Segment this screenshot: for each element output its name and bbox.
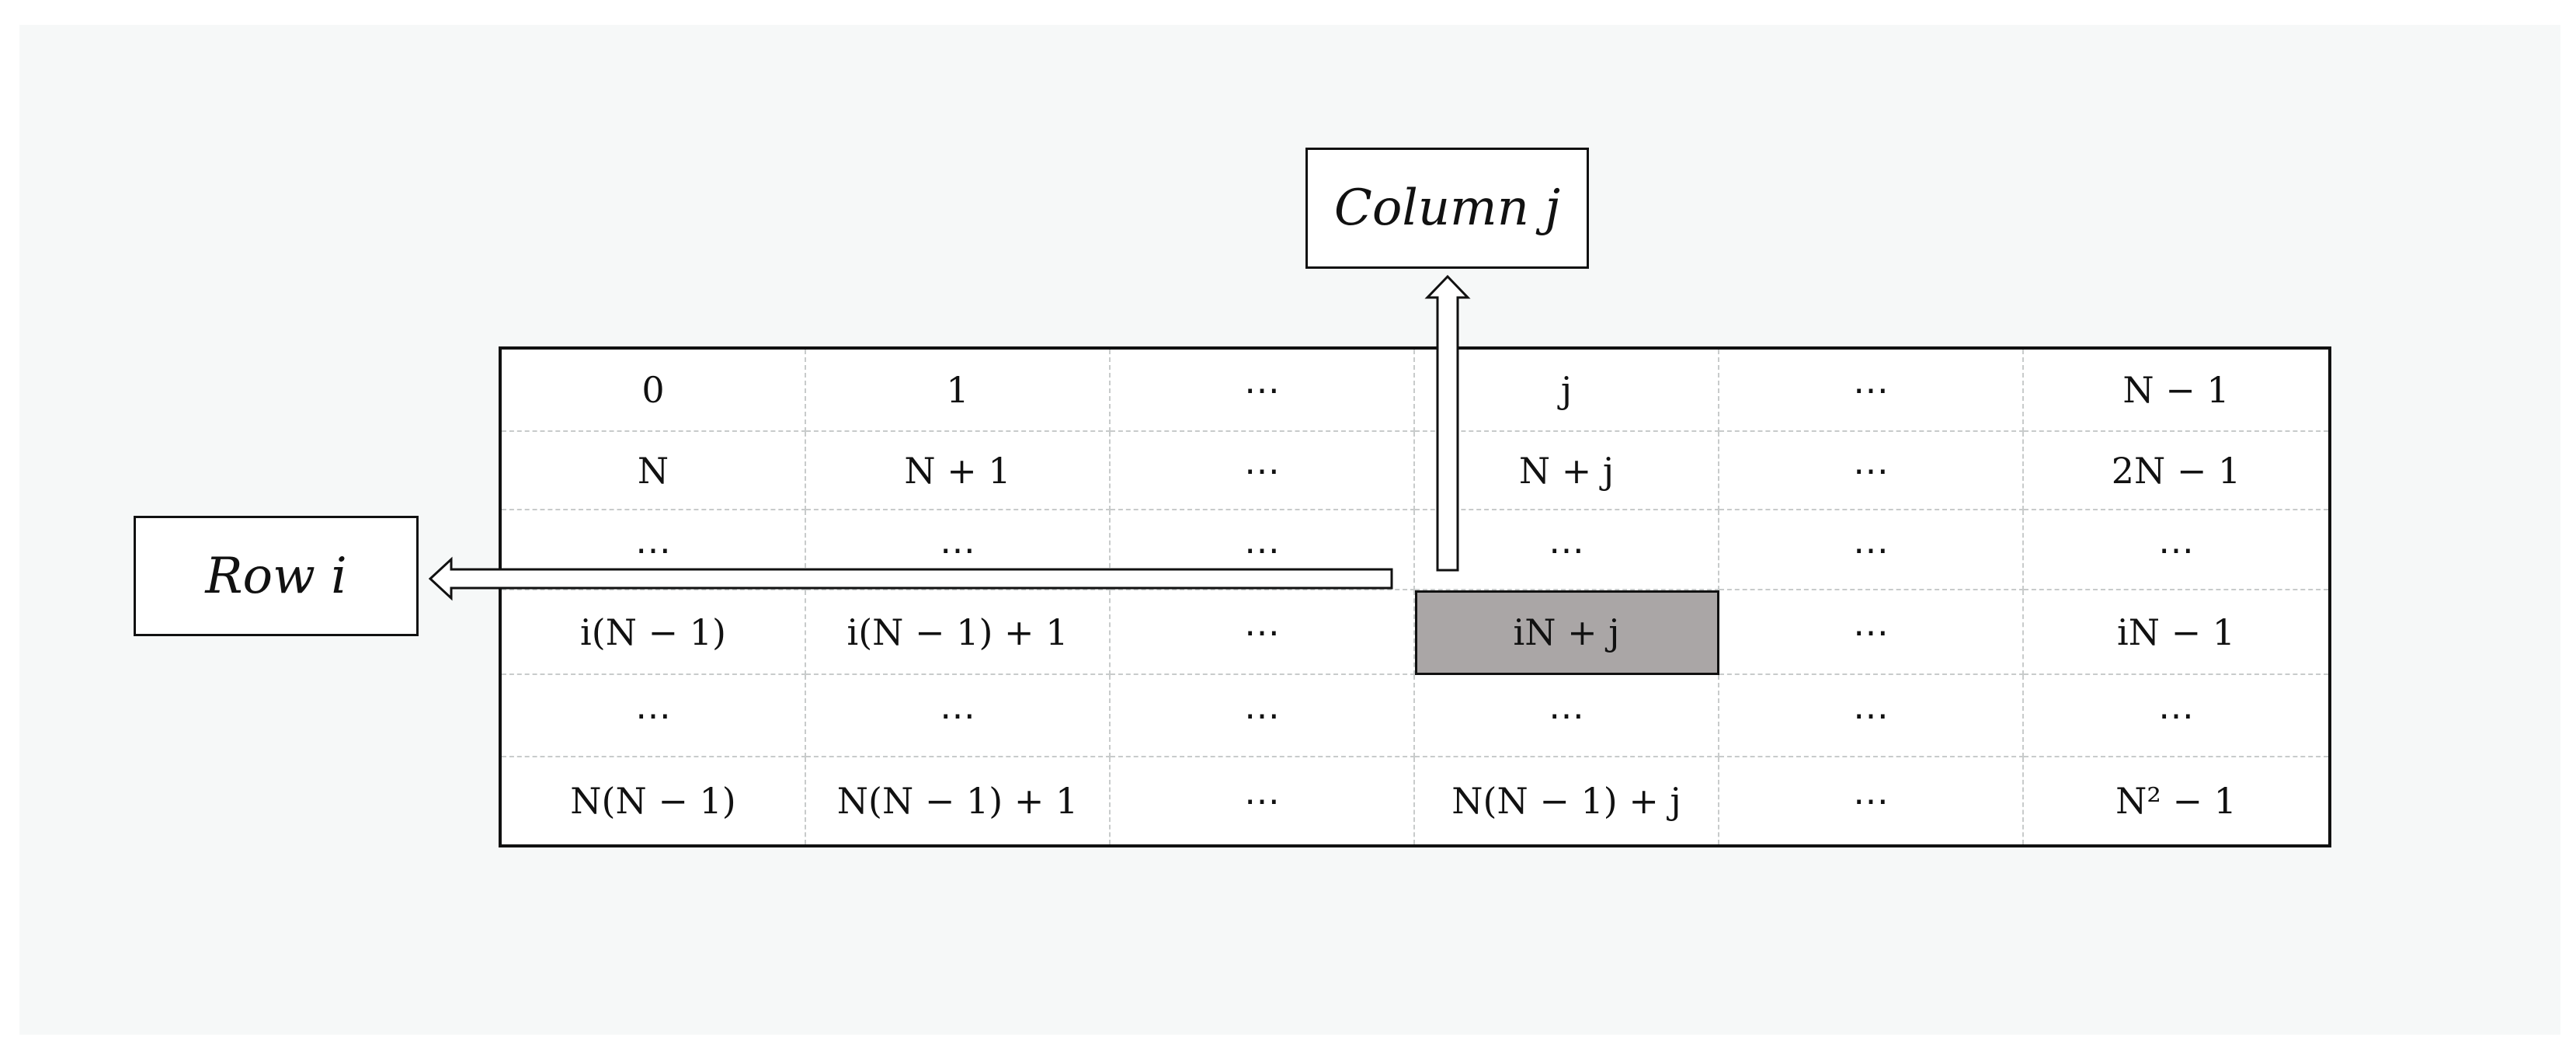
grid-cell: N(N − 1) + 1 <box>806 757 1111 844</box>
grid-cell: ⋯ <box>1719 350 2024 432</box>
column-label-box: Column j <box>1305 148 1589 269</box>
grid-cell: ⋯ <box>806 675 1111 757</box>
grid-cell: ⋯ <box>502 510 806 590</box>
grid-cell: ⋯ <box>2024 675 2328 757</box>
grid-cell: j <box>1415 350 1719 432</box>
grid-cell: ⋯ <box>1719 432 2024 510</box>
grid-cell: i(N − 1) + 1 <box>806 590 1111 675</box>
grid-cell: ⋯ <box>1719 675 2024 757</box>
grid-cell: ⋯ <box>1415 510 1719 590</box>
grid-cell: ⋯ <box>1111 675 1415 757</box>
grid-cell: ⋯ <box>502 675 806 757</box>
grid-cell: iN − 1 <box>2024 590 2328 675</box>
grid-cell: N + j <box>1415 432 1719 510</box>
grid-cell: N <box>502 432 806 510</box>
grid-cell: ⋯ <box>1719 757 2024 844</box>
grid-cell: ⋯ <box>1111 757 1415 844</box>
grid-cell: 2N − 1 <box>2024 432 2328 510</box>
grid-cell: ⋯ <box>1111 350 1415 432</box>
grid-cell: 0 <box>502 350 806 432</box>
grid-cell: N − 1 <box>2024 350 2328 432</box>
grid-cell: ⋯ <box>1719 590 2024 675</box>
grid-cell: N(N − 1) <box>502 757 806 844</box>
grid-cell: ⋯ <box>1111 590 1415 675</box>
grid-cell: ⋯ <box>806 510 1111 590</box>
grid-cell: ⋯ <box>1111 510 1415 590</box>
highlighted-cell: iN + j <box>1415 590 1719 675</box>
grid-cell: N² − 1 <box>2115 780 2237 822</box>
grid-cell: i(N − 1) <box>502 590 806 675</box>
grid-cell: N + 1 <box>806 432 1111 510</box>
grid-cell: ⋯ <box>1111 432 1415 510</box>
row-label: Row i <box>205 547 347 605</box>
grid-cell: ⋯ <box>2024 510 2328 590</box>
grid-cell: 1 <box>806 350 1111 432</box>
row-label-box: Row i <box>134 516 419 636</box>
grid-cell: ⋯ <box>1719 510 2024 590</box>
column-label: Column j <box>1333 179 1561 237</box>
grid-cell: N(N − 1) + j <box>1415 757 1719 844</box>
grid-cell: ⋯ <box>1415 675 1719 757</box>
